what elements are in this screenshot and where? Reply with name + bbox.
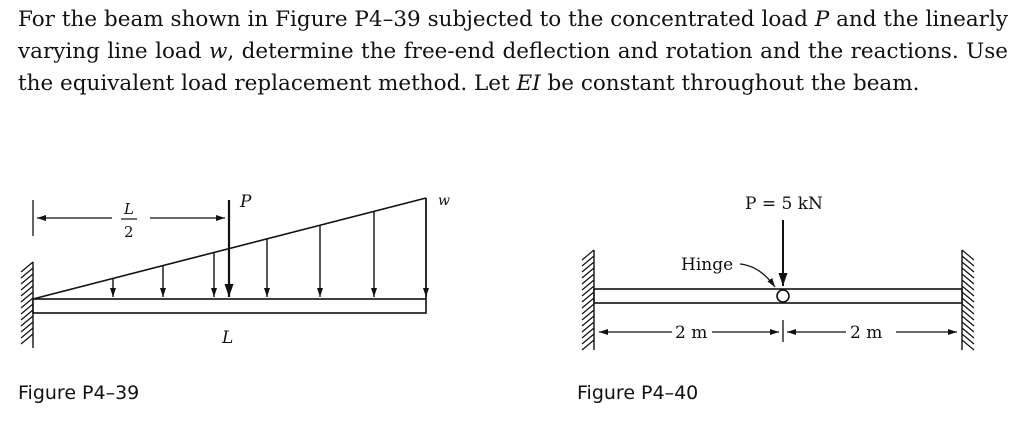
fixed-support-right-40 <box>961 249 975 351</box>
hatch-line <box>581 333 595 345</box>
hatch-line <box>20 285 34 297</box>
hatch-line <box>961 267 975 279</box>
hatch-line <box>20 261 34 273</box>
hatch-line <box>961 309 975 321</box>
hatch-line <box>961 255 975 267</box>
hatch-line <box>581 249 595 261</box>
hatch-line <box>581 321 595 333</box>
hatch-line <box>20 279 34 291</box>
problem-text-2: and the linearly varying line load <box>18 7 1008 64</box>
fixed-support-left <box>20 261 34 348</box>
symbol-ei: EI <box>516 71 541 96</box>
hatch-line <box>961 321 975 333</box>
caption-figure-p4-40: Figure P4–40 <box>577 382 699 404</box>
hinge-label: Hinge <box>681 255 733 275</box>
hatch-line <box>20 333 34 345</box>
dimension-half-length <box>32 200 230 236</box>
hatch-line <box>20 297 34 309</box>
load-label: P = 5 kN <box>745 194 823 214</box>
problem-text-3: , determine the free-end deflection and … <box>18 39 1008 96</box>
hatch-line <box>20 303 34 315</box>
hatch-line <box>961 333 975 345</box>
hatch-line <box>961 339 975 351</box>
hatch-line <box>20 267 34 279</box>
symbol-p: P <box>814 7 830 32</box>
label-length: L <box>221 328 233 348</box>
figure-p4-39: L 2 P w L <box>20 192 450 348</box>
hatch-line <box>961 249 975 261</box>
hatch-line <box>581 303 595 315</box>
hatch-line <box>581 315 595 327</box>
hatch-line <box>961 279 975 291</box>
hatch-line <box>961 297 975 309</box>
dimension-left-label: 2 m <box>675 323 707 343</box>
hatch-line <box>20 273 34 285</box>
hatch-line <box>20 315 34 327</box>
hinge-icon <box>776 289 790 303</box>
hatch-line <box>581 285 595 297</box>
caption-figure-p4-39: Figure P4–39 <box>18 382 140 404</box>
problem-statement: For the beam shown in Figure P4–39 subje… <box>18 4 1008 100</box>
label-w: w <box>438 193 450 209</box>
symbol-w: w <box>208 39 228 64</box>
hatch-line <box>581 297 595 309</box>
dimension-right-label: 2 m <box>850 323 882 343</box>
hatch-line <box>581 339 595 351</box>
label-l-numerator: L <box>123 200 134 218</box>
hinge-leader <box>739 263 776 288</box>
fixed-support-left-40 <box>581 249 595 351</box>
hatch-line <box>581 261 595 273</box>
figure-p4-40: P = 5 kN Hinge 2 m 2 m <box>581 194 975 351</box>
problem-text-1: For the beam shown in Figure P4–39 subje… <box>18 7 815 32</box>
hatch-line <box>581 327 595 339</box>
hatch-line <box>581 255 595 267</box>
hatch-line <box>961 285 975 297</box>
hatch-line <box>581 291 595 303</box>
problem-text-4: be constant throughout the beam. <box>540 71 920 96</box>
hatch-line <box>581 279 595 291</box>
hatch-line <box>961 303 975 315</box>
hatch-line <box>20 309 34 321</box>
hatch-line <box>961 315 975 327</box>
hatch-line <box>961 273 975 285</box>
hatch-line <box>581 309 595 321</box>
label-l-denominator: 2 <box>124 223 134 241</box>
hatch-line <box>20 327 34 339</box>
hatch-line <box>20 291 34 303</box>
hatch-line <box>581 273 595 285</box>
hatch-line <box>961 261 975 273</box>
distributed-load-arrows <box>110 198 429 297</box>
hatch-line <box>581 267 595 279</box>
dimension-lines-40 <box>599 320 957 342</box>
beam <box>32 298 427 314</box>
hatch-line <box>961 327 975 339</box>
hatch-line <box>961 291 975 303</box>
hatch-line <box>20 321 34 333</box>
label-p: P <box>239 192 252 212</box>
